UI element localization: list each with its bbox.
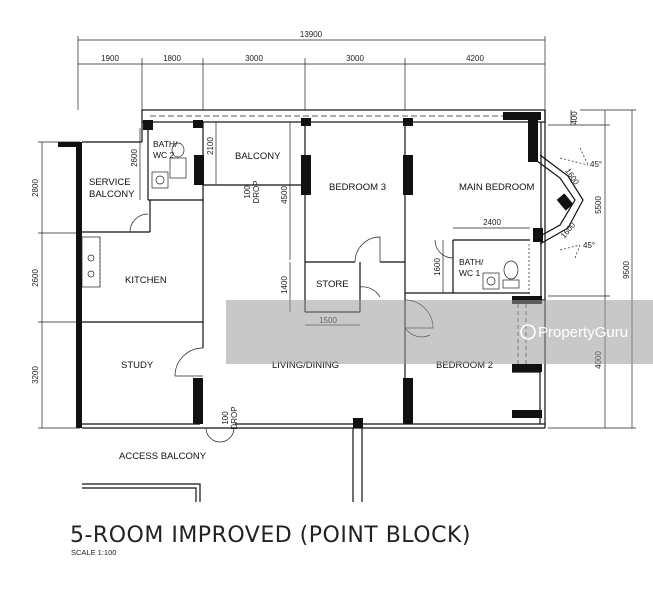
dim-balcony-h: 2100: [206, 137, 215, 155]
dim-right-b: 5500: [594, 196, 603, 214]
room-store: STORE: [316, 279, 349, 290]
room-bedroom2: BEDROOM 2: [436, 360, 493, 371]
watermark-logo-icon: [520, 324, 536, 340]
room-balcony: BALCONY: [235, 151, 281, 162]
dim-seg-5: 4200: [466, 54, 484, 63]
room-labels: BATH/ WC 2 SERVICE BALCONY BALCONY BEDRO…: [89, 139, 535, 462]
drop-annotations: 100 DROP 100 DROP: [221, 180, 261, 429]
room-service-balcony-line2: BALCONY: [89, 189, 135, 200]
room-access-balcony: ACCESS BALCONY: [119, 451, 207, 462]
room-bath2-line2: WC 2: [153, 150, 175, 160]
dim-store-h: 1400: [280, 276, 289, 294]
dim-bed3-h: 4500: [280, 186, 289, 204]
access-balcony-lines: [82, 428, 363, 502]
dim-left-2: 2600: [31, 269, 40, 287]
dim-seg-4: 3000: [346, 54, 364, 63]
dim-bath1-h: 1600: [433, 258, 442, 276]
dim-seg-2: 1800: [163, 54, 181, 63]
room-service-balcony-line1: SERVICE: [89, 177, 131, 188]
room-bedroom3: BEDROOM 3: [329, 182, 386, 193]
watermark-text: PropertyGuru: [538, 324, 628, 341]
dim-bath1-w: 2400: [483, 218, 501, 227]
left-dimensions: 2800 2600 3200: [31, 141, 80, 429]
drop-lower-value: 100: [221, 411, 230, 425]
drop-upper-label: DROP: [252, 180, 261, 203]
plan-title: 5-ROOM IMPROVED (POINT BLOCK): [70, 523, 471, 548]
room-bath2-line1: BATH/: [153, 139, 178, 149]
dim-left-3: 3200: [31, 366, 40, 384]
fixtures: [81, 142, 530, 293]
top-dimensions: 13900 1900 1800 3000 3000 4200: [77, 30, 546, 110]
room-living-dining: LIVING/DINING: [272, 360, 339, 371]
dim-right-total: 9500: [622, 261, 631, 279]
room-kitchen: KITCHEN: [125, 275, 167, 286]
drop-upper-value: 100: [243, 185, 252, 199]
right-dimensions: 9500 400 5500 4000: [548, 109, 636, 429]
dim-bath2: 2600: [130, 149, 139, 167]
room-bath1-line2: WC 1: [459, 268, 481, 278]
watermark: PropertyGuru: [226, 300, 653, 364]
drop-lower-label: DROP: [230, 406, 239, 429]
room-main-bedroom: MAIN BEDROOM: [459, 182, 535, 193]
dim-bay-1: 1600: [563, 167, 581, 187]
dim-seg-1: 1900: [101, 54, 119, 63]
room-bath1-line1: BATH/: [459, 257, 484, 267]
room-study: STUDY: [121, 360, 154, 371]
dim-right-a: 400: [570, 111, 579, 125]
dim-total: 13900: [300, 30, 323, 39]
plan-scale: SCALE 1:100: [71, 548, 116, 557]
angle-2: 45°: [583, 241, 595, 250]
angle-1: 45°: [590, 160, 602, 169]
dim-left-1: 2800: [31, 179, 40, 197]
dim-seg-3: 3000: [245, 54, 263, 63]
